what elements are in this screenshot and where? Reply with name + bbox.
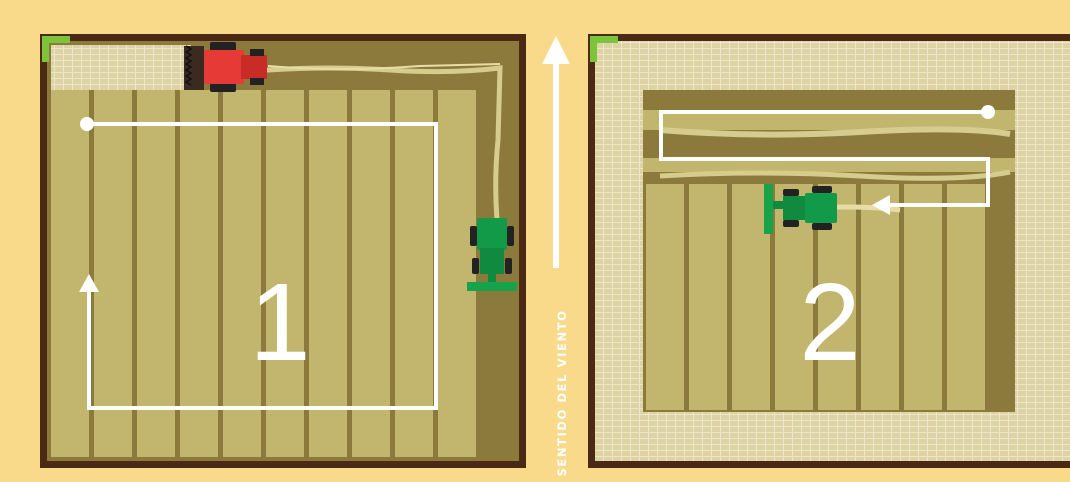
crop-row xyxy=(646,184,684,410)
field-2-corner-marker xyxy=(590,36,618,62)
up-arrow-icon xyxy=(542,36,570,64)
crop-row xyxy=(438,90,476,457)
field-2-route-start xyxy=(981,105,995,119)
field-2: 2 xyxy=(588,34,1070,468)
field-2-route xyxy=(659,105,995,215)
field-1-harvested-strip xyxy=(51,45,191,90)
field-2-straw-row-1 xyxy=(659,126,1011,138)
crop-row xyxy=(51,90,89,457)
crop-row xyxy=(180,90,218,457)
crop-row xyxy=(266,90,304,457)
crop-row xyxy=(94,90,132,457)
field-1-route xyxy=(79,117,438,410)
wind-direction-label: SENTIDO DEL VIENTO xyxy=(555,309,569,477)
crop-row xyxy=(947,184,985,410)
crop-row xyxy=(223,90,261,457)
field-2-crop-band-top xyxy=(643,110,1015,130)
tractor-baler-icon xyxy=(764,184,837,234)
field-1-straw-windrow-edge xyxy=(267,63,501,70)
field-2-straw-row-2 xyxy=(659,169,1011,181)
crop-row xyxy=(732,184,770,410)
crop-row xyxy=(309,90,347,457)
field-1-number: 1 xyxy=(249,261,310,384)
crop-row xyxy=(689,184,727,410)
field-1-corner-marker xyxy=(42,36,70,62)
crop-row xyxy=(137,90,175,457)
combine-harvester-icon xyxy=(184,42,267,92)
field-1-route-start xyxy=(80,117,94,131)
field-1-route-arrowhead xyxy=(79,274,99,292)
field-2-crop-band-mid xyxy=(643,158,1015,172)
wind-direction xyxy=(542,36,570,268)
crop-row xyxy=(904,184,942,410)
crop-row xyxy=(395,90,433,457)
crop-row xyxy=(352,90,390,457)
crop-row xyxy=(861,184,899,410)
field-2-number: 2 xyxy=(799,261,860,384)
field-2-route-arrowhead xyxy=(872,195,890,215)
field-2-crop-rows xyxy=(646,184,985,410)
tractor-baler-icon xyxy=(467,218,517,291)
field-1-crop-rows xyxy=(51,90,476,457)
field-1: 1 xyxy=(40,34,526,468)
